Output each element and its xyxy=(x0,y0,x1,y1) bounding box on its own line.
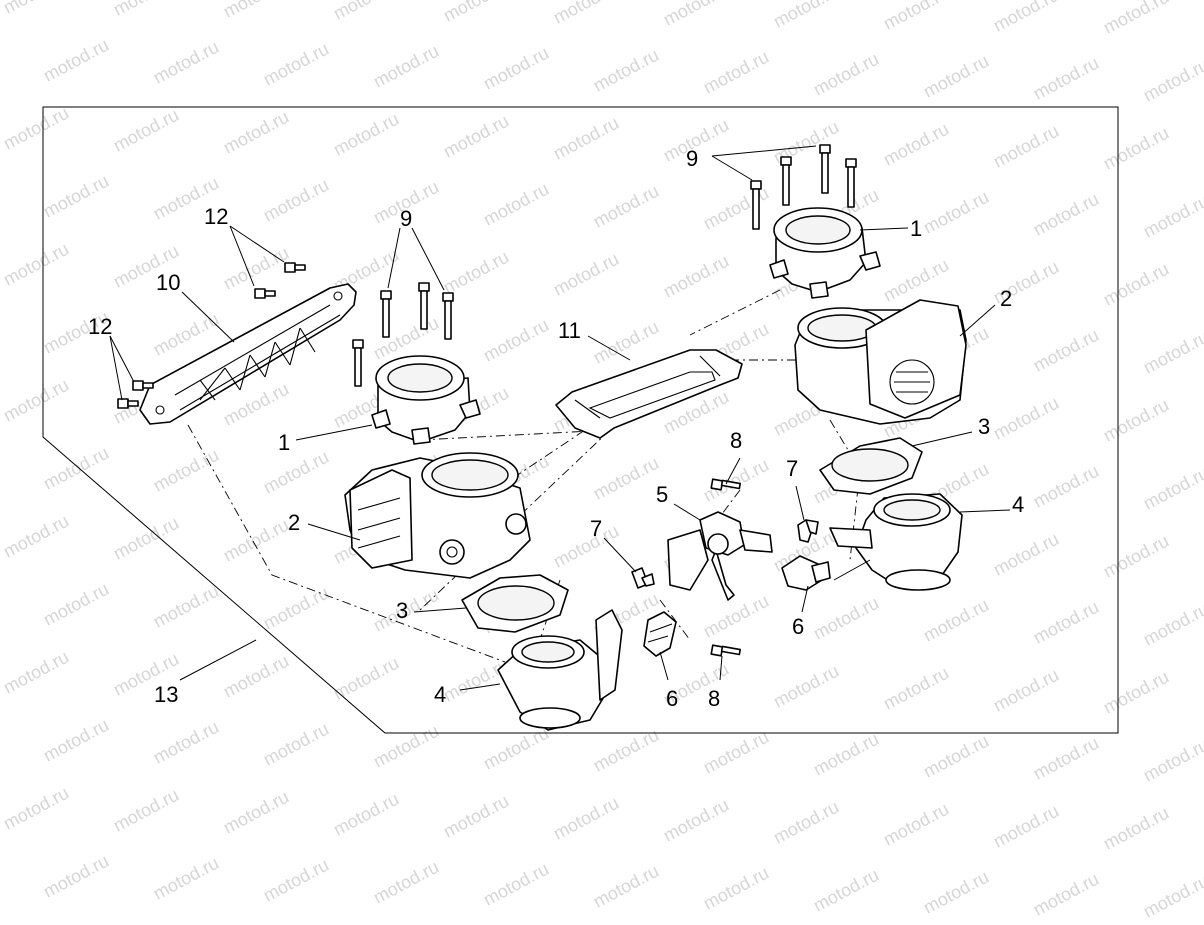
fitting-part-6-right xyxy=(781,555,831,591)
callout-1-right: 1 xyxy=(910,216,922,241)
callout-8-bottom: 8 xyxy=(708,686,720,711)
callout-1-left: 1 xyxy=(278,430,290,455)
throttle-body-part-2-right xyxy=(794,299,967,425)
intake-adapter-part-4-left xyxy=(497,609,623,731)
leader-lines xyxy=(109,145,1011,691)
callout-4-left: 4 xyxy=(434,682,446,707)
callout-12-left: 12 xyxy=(88,314,112,339)
callout-4-right: 4 xyxy=(1012,492,1024,517)
callout-6-left: 6 xyxy=(666,686,678,711)
callout-5: 5 xyxy=(656,482,668,507)
clip-part-7-left xyxy=(631,567,655,589)
callout-10: 10 xyxy=(156,270,180,295)
gasket-part-3-right xyxy=(819,437,923,495)
intake-adapter-part-4-right xyxy=(829,493,963,591)
assembly-frame xyxy=(42,106,1119,734)
intake-spacer-part-1-right xyxy=(769,207,881,299)
bolts-part-9-left xyxy=(352,282,454,387)
bolt-part-8-top xyxy=(710,478,742,491)
intake-spacer-part-1-left xyxy=(371,355,481,445)
callout-9-left: 9 xyxy=(400,206,412,231)
callout-7-right: 7 xyxy=(786,456,798,481)
callout-3-right: 3 xyxy=(978,414,990,439)
bolt-part-8-bottom xyxy=(710,644,742,657)
callout-11: 11 xyxy=(558,318,581,343)
fitting-part-6-left xyxy=(643,611,677,657)
bolts-part-9-right xyxy=(750,144,857,230)
valve-part-5 xyxy=(667,511,773,601)
callout-6-right: 6 xyxy=(792,614,804,639)
callout-labels: 9 9 12 12 10 1 1 2 11 3 8 7 5 4 2 7 3 6 … xyxy=(88,146,1024,711)
callout-2-left: 2 xyxy=(288,510,300,535)
callout-3-left: 3 xyxy=(396,598,408,623)
exploded-parts-diagram: 9 9 12 12 10 1 1 2 11 3 8 7 5 4 2 7 3 6 … xyxy=(42,106,1119,734)
clip-part-7-right xyxy=(797,519,819,543)
bolts-part-12 xyxy=(117,262,306,409)
callout-2-right: 2 xyxy=(1000,286,1012,311)
callout-12-top: 12 xyxy=(204,204,228,229)
gasket-part-3-left xyxy=(461,574,569,633)
frame-bracket-part-11 xyxy=(555,349,743,439)
bracket-plate-part-10 xyxy=(139,283,357,425)
throttle-body-part-2-left xyxy=(344,452,531,579)
callout-9-right: 9 xyxy=(686,146,698,171)
callout-13: 13 xyxy=(154,682,178,707)
callout-8-top: 8 xyxy=(730,428,742,453)
callout-7-left: 7 xyxy=(590,516,602,541)
